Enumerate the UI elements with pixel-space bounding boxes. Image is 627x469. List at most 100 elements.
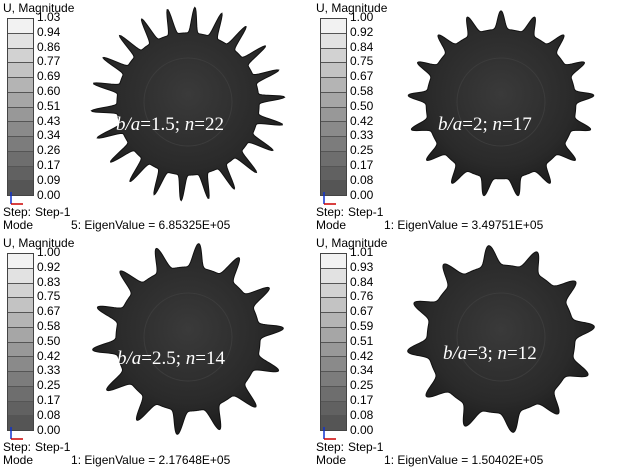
- ratio-value: =3;: [467, 343, 493, 364]
- legend-swatch: [321, 151, 346, 167]
- n-variable: n: [185, 348, 196, 369]
- plate-outline: [407, 245, 595, 433]
- legend-value: 0.25: [350, 143, 374, 158]
- step-label: Step:: [3, 205, 32, 219]
- parameter-caption: b/a=2; n=17: [438, 114, 532, 136]
- legend-swatch: [321, 401, 346, 417]
- legend-value: 0.17: [37, 392, 61, 407]
- step-value: Step-1: [35, 205, 71, 219]
- legend-swatch: [321, 298, 346, 313]
- legend-value: 0.42: [350, 113, 374, 128]
- n-value: =12: [507, 343, 537, 364]
- legend-value: 1.00: [37, 245, 61, 259]
- legend-value: 0.43: [37, 113, 61, 128]
- legend-swatch: [8, 33, 33, 49]
- legend-value: 0.08: [350, 172, 374, 187]
- step-value: Step-1: [348, 440, 384, 454]
- parameter-caption: b/a=2.5; n=14: [117, 348, 225, 370]
- legend-value: 0.58: [350, 83, 374, 98]
- legend-value: 0.77: [37, 54, 61, 69]
- legend-swatch: [321, 313, 346, 328]
- n-variable: n: [492, 114, 503, 135]
- legend-swatch: [321, 78, 346, 93]
- legend-swatch: [321, 181, 346, 195]
- step-label: Step:: [316, 440, 345, 454]
- legend-value: 0.25: [350, 378, 374, 393]
- legend-swatch: [321, 327, 346, 343]
- legend-swatch: [8, 63, 33, 78]
- eigenvalue-text: 1: EigenValue = 2.17648E+05: [71, 453, 231, 467]
- mode-label: Mode: [3, 453, 34, 467]
- legend-value: 0.92: [350, 24, 374, 39]
- step-label: Step:: [316, 205, 345, 219]
- plate-outline: [90, 6, 286, 202]
- legend-value: 0.33: [350, 128, 374, 143]
- ratio-variable: b/a: [116, 114, 141, 135]
- legend-colorbar: [7, 253, 34, 431]
- legend-value: 1.01: [350, 245, 374, 259]
- legend-value: 0.67: [350, 304, 374, 319]
- step-line: Step:Step-1: [3, 440, 70, 454]
- legend-swatch: [8, 166, 33, 182]
- legend-value: 0.42: [37, 348, 61, 363]
- buckled-plate-shape: [90, 6, 286, 202]
- legend-value: 0.00: [37, 422, 61, 437]
- legend-value: 0.42: [350, 348, 374, 363]
- inner-ring: [456, 57, 546, 147]
- plate-outline: [407, 10, 595, 197]
- ratio-variable: b/a: [438, 114, 463, 135]
- buckled-plate-shape: [407, 10, 595, 197]
- legend-swatch: [321, 342, 346, 358]
- legend-value: 0.00: [350, 187, 374, 202]
- legend-value: 0.60: [37, 83, 61, 98]
- legend-swatch: [8, 78, 33, 93]
- legend-swatch: [321, 107, 346, 123]
- legend-swatch: [8, 137, 33, 152]
- legend-swatch: [8, 92, 33, 108]
- legend-swatch: [8, 268, 33, 284]
- legend-swatch: [8, 283, 33, 299]
- axis-triad-icon: [323, 192, 336, 205]
- parameter-caption: b/a=1.5; n=22: [116, 114, 224, 136]
- n-variable: n: [184, 114, 195, 135]
- legend-swatch: [8, 19, 33, 34]
- legend-value: 0.58: [37, 318, 61, 333]
- legend-swatch: [321, 137, 346, 152]
- legend-swatch: [8, 372, 33, 387]
- legend-swatch: [8, 313, 33, 328]
- legend-value: 0.76: [350, 289, 374, 304]
- legend-value: 0.26: [37, 143, 61, 158]
- mode-line: Mode 1: EigenValue = 3.49751E+05: [316, 218, 543, 232]
- eigenvalue-text: 1: EigenValue = 3.49751E+05: [384, 218, 544, 232]
- legend-swatch: [321, 166, 346, 182]
- legend-swatch: [321, 33, 346, 49]
- plate-outline: [92, 243, 284, 435]
- legend-value: 0.69: [37, 69, 61, 84]
- legend-value: 0.94: [37, 24, 61, 39]
- legend-value: 0.33: [37, 363, 61, 378]
- legend-value: 0.50: [350, 98, 374, 113]
- eigenvalue-text: 5: EigenValue = 6.85325E+05: [71, 218, 231, 232]
- legend-swatch: [321, 122, 346, 137]
- legend-colorbar: [320, 18, 347, 196]
- ratio-variable: b/a: [443, 343, 468, 364]
- mode-label: Mode: [316, 218, 347, 232]
- legend-swatch: [8, 298, 33, 313]
- legend-swatch: [8, 401, 33, 417]
- mode-label: Mode: [316, 453, 347, 467]
- n-value: =14: [195, 348, 225, 369]
- legend-value: 0.67: [350, 69, 374, 84]
- axis-triad-icon: [323, 427, 336, 440]
- legend-swatch: [8, 327, 33, 343]
- legend-value: 0.51: [37, 98, 61, 113]
- legend-value: 0.00: [350, 422, 374, 437]
- legend-value: 0.17: [350, 392, 374, 407]
- legend-value: 0.84: [350, 39, 374, 54]
- step-line: Step:Step-1: [3, 205, 70, 219]
